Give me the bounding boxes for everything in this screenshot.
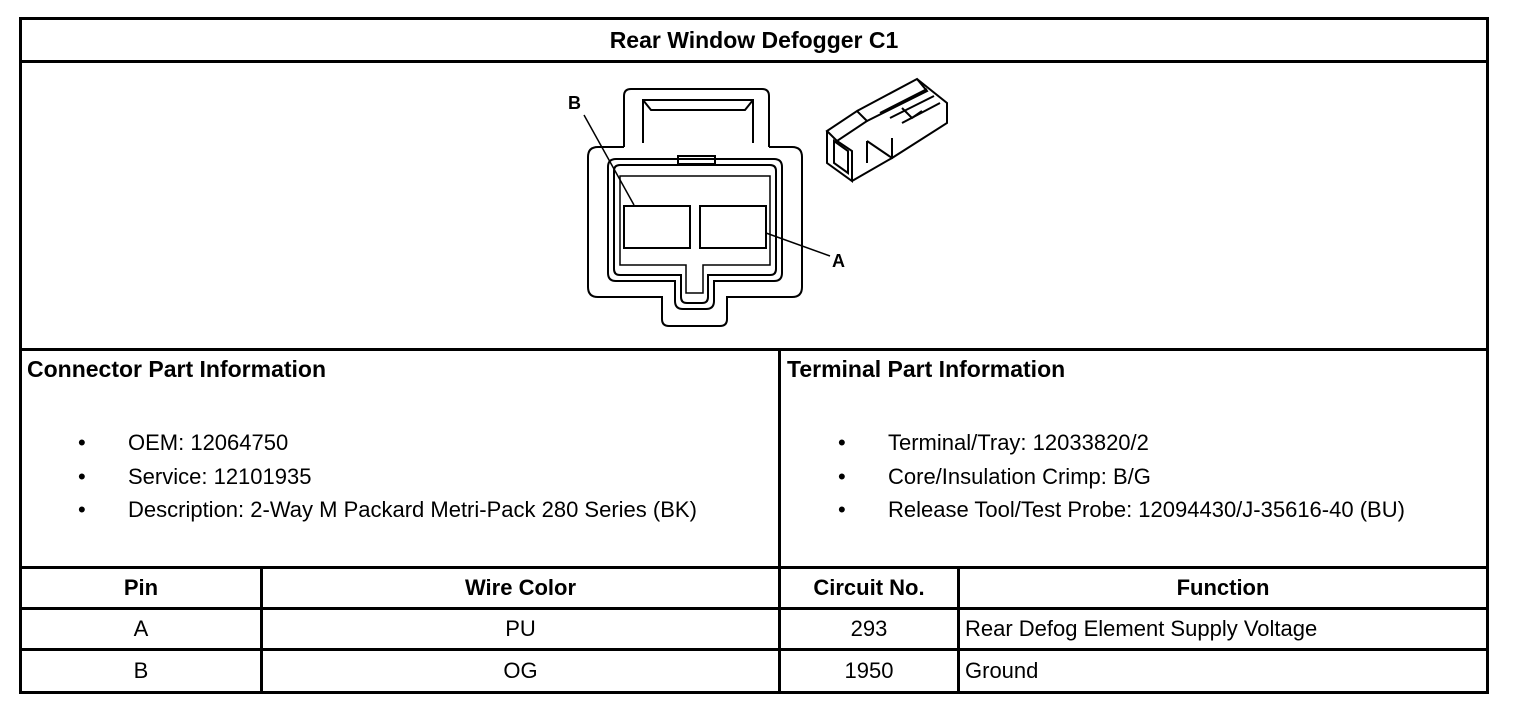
divider	[22, 607, 1486, 610]
function-cell: Ground	[965, 658, 1039, 683]
connector-info-heading: Connector Part Information	[27, 356, 327, 382]
divider	[778, 569, 781, 691]
pin-cell: A	[133, 616, 149, 641]
connector-face-diagram	[583, 77, 948, 327]
bullet: •	[838, 463, 846, 489]
connector-description: Description: 2-Way M Packard Metri-Pack …	[128, 497, 697, 522]
col-header-wire-color: Wire Color	[464, 575, 577, 600]
list-item: • OEM: 12064750	[78, 426, 778, 460]
list-item: • Core/Insulation Crimp: B/G	[838, 460, 1483, 494]
sheet-title: Rear Window Defogger C1	[609, 26, 899, 53]
function-cell: Rear Defog Element Supply Voltage	[965, 616, 1318, 641]
connector-info-sheet: Rear Window Defogger C1	[19, 17, 1489, 694]
connector-oem: OEM: 12064750	[128, 430, 289, 455]
circuit-no-cell: 293	[850, 616, 888, 641]
wire-color-cell: PU	[505, 616, 536, 641]
col-header-pin: Pin	[123, 575, 159, 600]
pin-label-b: B	[568, 93, 581, 113]
divider	[957, 569, 960, 691]
list-item: • Service: 12101935	[78, 460, 778, 494]
divider	[22, 60, 1486, 63]
bullet: •	[78, 497, 86, 522]
bullet: •	[838, 430, 846, 455]
connector-diagram-area: B A	[22, 63, 1486, 348]
terminal-info-list: • Terminal/Tray: 12033820/2 • Core/Insulat…	[838, 426, 1483, 527]
list-item: • Release Tool/Test Probe: 12094430/J-356…	[838, 493, 1483, 527]
list-item: • Terminal/Tray: 12033820/2	[838, 426, 1483, 460]
bullet: •	[78, 463, 86, 489]
bullet: •	[838, 497, 846, 522]
col-header-function: Function	[1176, 575, 1270, 600]
connector-service: Service: 12101935	[128, 463, 312, 489]
pin-cell: B	[133, 658, 149, 683]
col-header-circuit-no: Circuit No.	[813, 575, 925, 600]
divider	[22, 566, 1486, 569]
connector-perspective-icon	[825, 77, 948, 183]
divider	[778, 351, 781, 566]
bullet: •	[78, 430, 86, 455]
divider	[22, 348, 1486, 351]
list-item: • Description: 2-Way M Packard Metri-Pack…	[78, 493, 778, 527]
terminal-tray: Terminal/Tray: 12033820/2	[888, 430, 1149, 455]
divider	[260, 569, 263, 691]
circuit-no-cell: 1950	[844, 658, 894, 683]
pin-label-a: A	[832, 251, 845, 271]
wire-color-cell: OG	[503, 658, 538, 683]
terminal-crimp: Core/Insulation Crimp: B/G	[888, 463, 1151, 489]
connector-info-list: • OEM: 12064750 • Service: 12101935 • Descr…	[78, 426, 778, 527]
terminal-release-tool: Release Tool/Test Probe: 12094430/J-3561…	[888, 497, 1405, 522]
divider	[22, 648, 1486, 651]
terminal-info-heading: Terminal Part Information	[787, 356, 1066, 382]
